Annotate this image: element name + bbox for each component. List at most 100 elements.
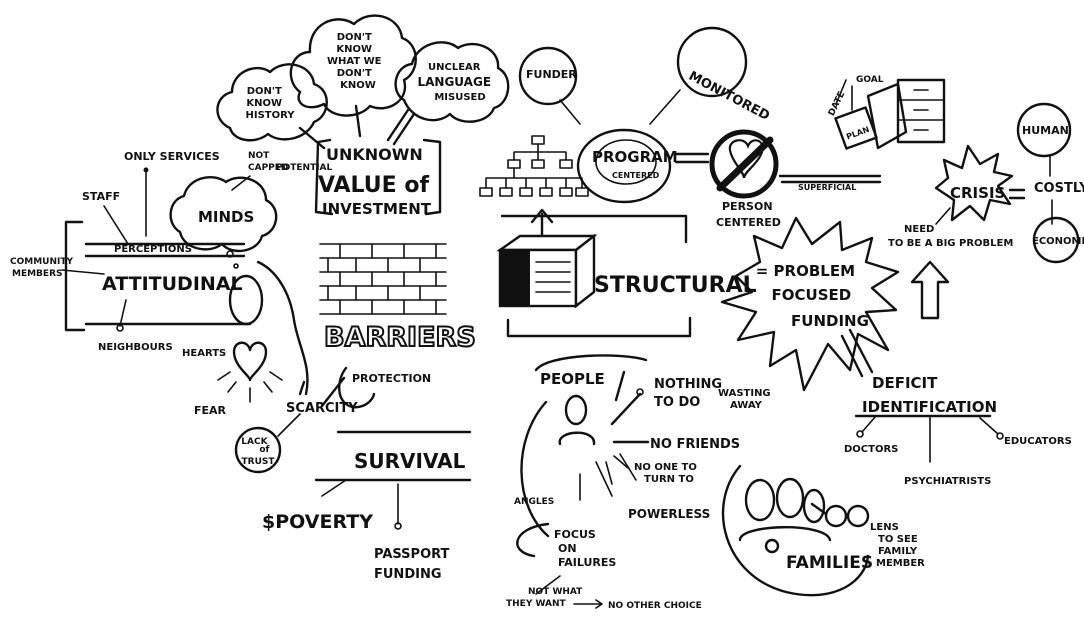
problem-burst xyxy=(720,216,900,392)
lens-to-see-label: LENS TO SEE FAMILY MEMBER xyxy=(870,522,925,569)
not-what-they-want-label: NOT WHAT THEY WANT xyxy=(506,587,585,609)
program-equals xyxy=(674,152,710,164)
dont-know-what-line-5: KNOW xyxy=(340,80,376,91)
survival-lines xyxy=(314,430,472,482)
wasting-away-label: WASTING AWAY xyxy=(718,388,774,411)
educators-line xyxy=(979,417,999,435)
dont-know-what-cloud: DON'T KNOW WHAT WE DON'T KNOW xyxy=(289,14,417,117)
dont-know-what-line-1: DON'T xyxy=(337,32,372,43)
crisis-burst xyxy=(934,144,1014,222)
unknown-label: UNKNOWN xyxy=(326,145,423,164)
plan-label: PLAN xyxy=(845,125,870,142)
protection-bubble xyxy=(320,366,376,409)
funder-line xyxy=(559,99,581,125)
fear-label: FEAR xyxy=(194,404,227,417)
staff-line xyxy=(103,205,129,245)
passport-funding-label: PASSPORT FUNDING xyxy=(374,547,454,582)
brick-wall xyxy=(319,243,447,315)
unclear-language-line-3: MISUSED xyxy=(434,92,485,103)
community-members-line xyxy=(61,269,105,275)
clouds-to-unknown-arrows xyxy=(298,104,416,150)
unclear-language-cloud: UNCLEAR LANGUAGE MISUSED xyxy=(394,41,510,123)
nothing-to-do-label: NOTHING TO DO xyxy=(654,377,727,410)
no-friends-label: NO FRIENDS xyxy=(650,437,740,452)
neighbours-label: NEIGHBOURS xyxy=(98,342,173,353)
no-person-sign xyxy=(709,129,779,199)
focus-on-failures-label: FOCUS ON FAILURES xyxy=(554,528,616,569)
funder-label: FUNDER xyxy=(526,68,577,81)
scarcity-arrow xyxy=(298,380,306,396)
centered-label: CENTERED xyxy=(612,171,660,180)
monitored-label: MONITORED xyxy=(686,69,772,124)
focus-curve-arrow xyxy=(516,522,550,558)
educators-label: EDUCATORS xyxy=(1004,436,1072,447)
no-one-line xyxy=(613,455,629,469)
nothing-to-do-line xyxy=(610,392,642,426)
people-label: PEOPLE xyxy=(540,370,605,388)
crisis-equals xyxy=(1008,188,1026,200)
dont-know-history-line-3: HISTORY xyxy=(245,110,295,121)
person-line-2 xyxy=(605,461,613,485)
crisis-label: CRISIS xyxy=(950,184,1005,202)
unclear-language-line-1: UNCLEAR xyxy=(428,62,481,73)
person-line-4 xyxy=(595,461,613,497)
staff-label: STAFF xyxy=(82,190,120,203)
no-other-choice-label: NO OTHER CHOICE xyxy=(608,601,702,611)
dont-know-history-cloud: DON'T KNOW HISTORY xyxy=(216,63,328,142)
people-arc xyxy=(534,354,648,372)
powerless-label: POWERLESS xyxy=(628,507,710,521)
people-divider xyxy=(614,370,626,402)
date-line xyxy=(835,79,847,105)
human-circle xyxy=(1016,102,1072,158)
goal-label: GOAL xyxy=(856,75,884,85)
hearts-label: HEARTS xyxy=(182,348,226,359)
dont-know-what-line-2: KNOW xyxy=(336,44,372,55)
survival-label: SURVIVAL xyxy=(354,449,466,473)
costly-label: COSTLY xyxy=(1034,181,1084,196)
svg-text:DON'T KNOW HISTORY: DON'T KNOW HISTORY xyxy=(245,86,295,121)
families-label: FAMILIES xyxy=(786,553,873,573)
angles-label: ANGLES xyxy=(514,497,554,507)
economic-circle xyxy=(1032,216,1080,264)
psychiatrists-label: PSYCHIATRISTS xyxy=(904,476,991,487)
not-what-line xyxy=(535,575,561,595)
burst-to-deficit-arrow xyxy=(840,328,874,378)
people-bracket-left xyxy=(520,400,550,538)
families-arc xyxy=(721,464,870,597)
structural-label: STRUCTURAL xyxy=(594,273,757,298)
filing-box xyxy=(496,233,598,309)
barriers-label: BARRIERS xyxy=(324,322,476,353)
person-centered-label: PERSON CENTERED xyxy=(716,200,781,229)
thought-bubbles xyxy=(226,250,239,269)
svg-text:DON'T KNOW WHAT WE: DON'T KNOW WHAT WE DON'T KNOW xyxy=(327,32,385,91)
goal-filing-drawers xyxy=(834,78,946,150)
program-label: PROGRAM xyxy=(592,148,678,166)
dont-know-what-line-4: DON'T xyxy=(337,68,372,79)
doctors-label: DOCTORS xyxy=(844,444,898,455)
deficit-identification-label: DEFICIT IDENTIFICATION xyxy=(862,374,997,416)
family-figures xyxy=(738,477,832,554)
protection-label: PROTECTION xyxy=(352,372,431,385)
dont-know-history-line-2: KNOW xyxy=(246,98,282,109)
program-rings xyxy=(576,128,672,204)
only-services-dot xyxy=(143,167,149,173)
human-label: HUMAN xyxy=(1022,124,1069,137)
monitored-circle xyxy=(676,26,748,98)
passport-dot xyxy=(394,522,402,530)
unclear-language-line-2: LANGUAGE xyxy=(417,75,491,89)
need-big-problem-label: NEED TO BE A BIG PROBLEM xyxy=(888,224,1013,249)
value-of-investment-line-2: INVESTMENT xyxy=(322,200,432,218)
superficial-label: SUPERFICIAL xyxy=(798,183,856,192)
person-figure xyxy=(558,394,596,446)
neighbours-line xyxy=(119,299,127,327)
structural-top-bracket xyxy=(500,214,688,244)
only-services-label: ONLY SERVICES xyxy=(124,150,220,163)
head-heart-figure xyxy=(217,260,309,403)
minds-label: MINDS xyxy=(198,208,254,226)
big-up-arrow xyxy=(910,260,950,320)
value-of-investment-line-1: VALUE of xyxy=(318,173,429,198)
date-label: DATE xyxy=(827,90,847,118)
scarcity-label: SCARCITY xyxy=(286,401,358,416)
attitudinal-bracket xyxy=(64,220,252,332)
